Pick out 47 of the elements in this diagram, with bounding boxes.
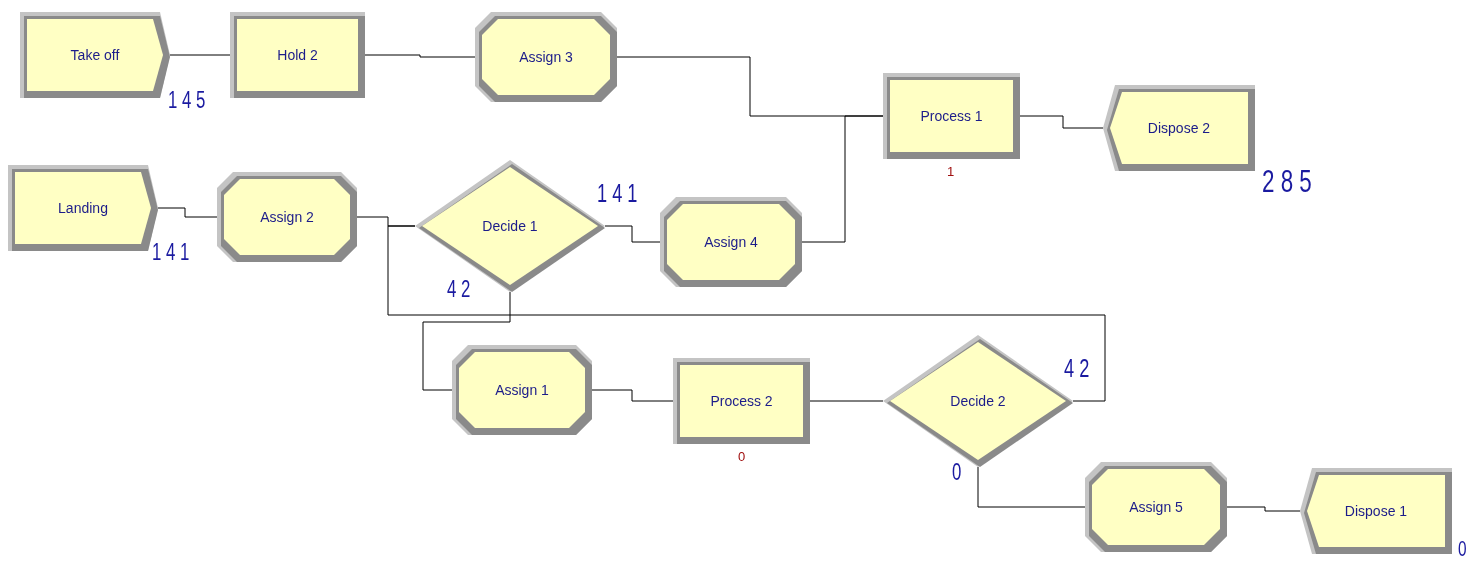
dispose-block bbox=[1300, 468, 1452, 554]
block-label: Assign 1 bbox=[495, 382, 549, 398]
block-label: Assign 2 bbox=[260, 209, 314, 225]
connector-line bbox=[977, 466, 1086, 508]
block-label: Process 2 bbox=[710, 393, 773, 409]
block-label: Hold 2 bbox=[277, 47, 318, 63]
block-label: Dispose 2 bbox=[1147, 120, 1211, 136]
assign-block bbox=[452, 345, 592, 435]
counter-value: 1 4 5 bbox=[168, 88, 206, 112]
block-label: Decide 2 bbox=[950, 393, 1006, 409]
counter-value: 1 4 1 bbox=[152, 240, 190, 264]
assign-block bbox=[660, 197, 802, 287]
connector-line bbox=[364, 54, 476, 58]
block-label: Process 1 bbox=[920, 108, 983, 124]
assign-block bbox=[475, 12, 617, 102]
connector-line bbox=[809, 400, 884, 402]
block-label: Decide 1 bbox=[482, 218, 538, 234]
counter-value: 0 bbox=[738, 450, 746, 463]
create-block bbox=[20, 12, 170, 98]
block-label: Assign 3 bbox=[519, 49, 573, 65]
connector-line bbox=[1226, 506, 1301, 512]
dispose-block bbox=[1103, 85, 1255, 171]
connector-line bbox=[801, 115, 884, 243]
process-block bbox=[883, 73, 1020, 159]
block-label: Assign 5 bbox=[1129, 499, 1183, 515]
counter-value: 1 4 1 bbox=[597, 180, 638, 206]
counter-value: 0 bbox=[1458, 538, 1467, 560]
block-label: Dispose 1 bbox=[1344, 503, 1408, 519]
counter-value: 4 2 bbox=[447, 277, 471, 301]
block-label: Take off bbox=[70, 47, 120, 63]
assign-block bbox=[217, 172, 357, 262]
block-label: Landing bbox=[58, 200, 108, 216]
connector-line bbox=[157, 207, 218, 218]
connector-line bbox=[1019, 115, 1104, 129]
connector-line bbox=[591, 389, 674, 402]
block-label: Assign 4 bbox=[704, 234, 758, 250]
process-block bbox=[673, 358, 810, 444]
process-block bbox=[230, 12, 365, 98]
counter-value: 0 bbox=[952, 460, 962, 484]
assign-block bbox=[1085, 462, 1227, 552]
connector-line bbox=[422, 291, 511, 391]
counter-value: 2 8 5 bbox=[1262, 165, 1312, 197]
connector-line bbox=[604, 225, 661, 243]
counter-value: 4 2 bbox=[1064, 355, 1090, 381]
connector-line bbox=[387, 225, 1106, 402]
counter-value: 1 bbox=[947, 165, 955, 178]
connector-line bbox=[169, 54, 231, 56]
